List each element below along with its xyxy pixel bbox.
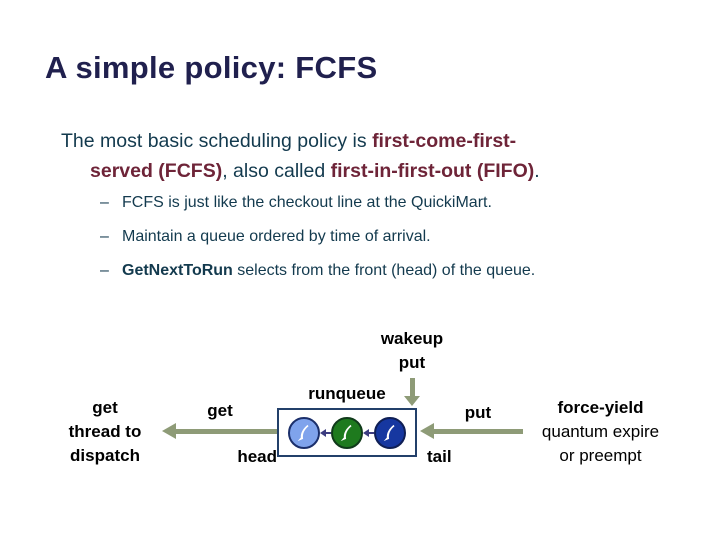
list-item: – FCFS is just like the checkout line at… xyxy=(100,194,535,212)
thread-quill-icon xyxy=(297,424,309,441)
put-arrow-shaft xyxy=(434,429,523,434)
put-arrow-head-icon xyxy=(420,423,434,439)
intro-paragraph: The most basic scheduling policy is firs… xyxy=(61,126,540,186)
queue-link-arrow-icon xyxy=(363,428,374,438)
head-label: head xyxy=(237,447,277,466)
wakeup-label: wakeup xyxy=(380,329,444,348)
bullet-dash-icon: – xyxy=(100,228,109,245)
dispatch-caption-line: thread to xyxy=(68,422,142,441)
put-top-label: put xyxy=(398,353,426,372)
get-arrow-head-icon xyxy=(162,423,176,439)
wakeup-arrow-shaft xyxy=(410,378,415,397)
intro-line-1: The most basic scheduling policy is firs… xyxy=(61,126,540,156)
accent-first-come: first-come-first- xyxy=(372,130,517,152)
wakeup-arrow-head-icon xyxy=(404,396,420,406)
intro-line-2: served (FCFS), also called first-in-firs… xyxy=(90,156,540,186)
thread-icon-dark-blue xyxy=(374,416,406,449)
bullet-dash-icon: – xyxy=(100,262,109,279)
force-yield-label: force-yield xyxy=(557,398,644,417)
runqueue-box xyxy=(277,408,417,457)
get-label: get xyxy=(207,401,233,420)
queue-link-arrow-icon xyxy=(320,428,331,438)
bullet-text: Maintain a queue ordered by time of arri… xyxy=(122,228,431,245)
dispatch-caption-line: get xyxy=(92,398,118,417)
accent-served-fcfs: served (FCFS) xyxy=(90,160,223,182)
dispatch-caption-line: dispatch xyxy=(70,446,140,465)
bullet-text: GetNextToRun selects from the front (hea… xyxy=(122,262,536,279)
bullet-text: FCFS is just like the checkout line at t… xyxy=(122,194,492,211)
tail-label: tail xyxy=(427,447,452,466)
get-arrow-shaft xyxy=(176,429,277,434)
runqueue-label: runqueue xyxy=(308,384,386,403)
bullet-list: – FCFS is just like the checkout line at… xyxy=(100,194,535,296)
thread-quill-icon xyxy=(383,424,395,441)
intro-text: The most basic scheduling policy is xyxy=(61,130,373,152)
accent-fifo: first-in-first-out (FIFO) xyxy=(330,160,535,182)
list-item: – Maintain a queue ordered by time of ar… xyxy=(100,228,535,246)
thread-quill-icon xyxy=(340,424,352,441)
thread-icon-light-blue xyxy=(288,416,320,449)
put-right-label: put xyxy=(464,403,492,422)
page-title: A simple policy: FCFS xyxy=(45,50,378,85)
preempt-caption: force-yield quantum expire or preempt xyxy=(528,396,673,468)
intro-period: . xyxy=(534,160,540,182)
or-preempt-label: or preempt xyxy=(559,446,642,465)
list-item: – GetNextToRun selects from the front (h… xyxy=(100,262,535,280)
thread-icon-green xyxy=(331,416,363,449)
quantum-expire-label: quantum expire xyxy=(541,422,660,441)
intro-text: , also called xyxy=(222,160,331,182)
bullet-dash-icon: – xyxy=(100,194,109,211)
dispatch-caption: get thread to dispatch xyxy=(55,396,155,468)
